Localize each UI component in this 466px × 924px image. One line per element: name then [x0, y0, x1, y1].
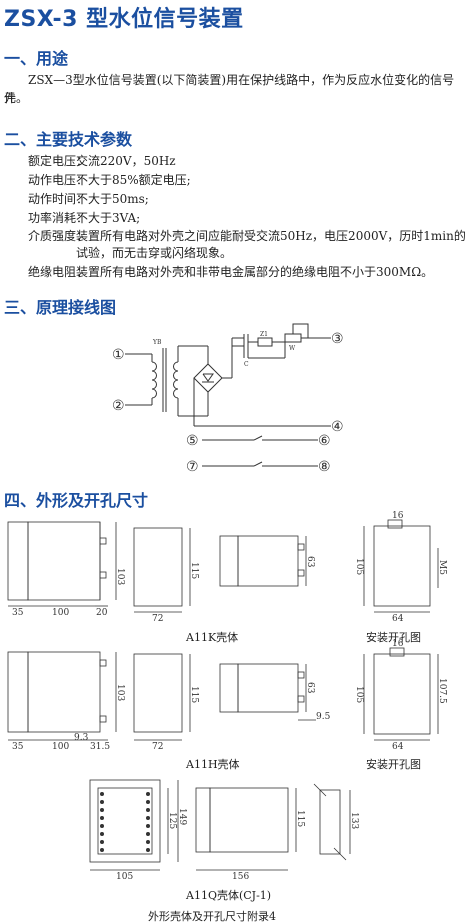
dim: 31.5: [90, 742, 110, 752]
terminal-4: ④: [331, 419, 344, 435]
label-w: W: [289, 345, 296, 352]
caption-a11q: A11Q壳体(CJ-1): [186, 889, 272, 902]
dim: 35: [12, 742, 24, 752]
label-yb: YB: [152, 339, 162, 346]
dim: 149: [177, 808, 187, 825]
dim: 100: [52, 608, 69, 618]
dim: 115: [189, 562, 199, 579]
dim: 105: [354, 558, 364, 575]
dim: 103: [115, 684, 125, 701]
dim: 72: [152, 614, 163, 624]
terminal-5: ⑤: [186, 433, 199, 449]
terminal-2: ②: [112, 398, 125, 414]
dim: M5: [437, 560, 447, 575]
caption-appendix: 外形壳体及开孔尺寸附录4: [148, 910, 276, 923]
spec-row-continuation: 试验，而无击穿或闪络现象。: [76, 246, 233, 260]
dim: 107.5: [437, 678, 447, 704]
spec-key: 功率消耗：: [28, 211, 89, 225]
section-heading-purpose: 一、用途: [4, 49, 69, 68]
caption-a11h: A11H壳体: [186, 758, 240, 771]
dim: 156: [232, 872, 249, 882]
purpose-text-line1: ZSX—3型水位信号装置(以下简装置)用在保护线路中，作为反应水位变化的信号元: [4, 73, 455, 105]
terminal-8: ⑧: [318, 459, 331, 475]
dim: 63: [305, 682, 315, 694]
spec-value: 不大于3VA;: [76, 211, 141, 225]
wiring-diagram: YB C Z1 W ① ② ③ ④ ⑤ ⑥ ⑦ ⑧: [112, 323, 344, 475]
spec-row: 介质强度：装置所有电路对外壳之间应能耐受交流50Hz，电压2000V，历时1mi…: [28, 228, 466, 245]
dim: 20: [96, 608, 108, 618]
spec-value: 交流220V，50Hz: [76, 154, 176, 168]
section-heading-wiring: 三、原理接线图: [4, 298, 117, 317]
dim: 63: [305, 556, 315, 568]
spec-key: 动作时间：: [28, 192, 89, 206]
spec-row: 额定电压：交流220V，50Hz: [28, 153, 176, 170]
caption-a11k: A11K壳体: [186, 631, 239, 644]
dim: 9.5: [316, 712, 331, 722]
label-c: C: [244, 361, 249, 368]
spec-key: 绝缘电阻：: [28, 265, 89, 279]
caption-cutout-2: 安装开孔图: [366, 758, 421, 771]
caption-cutout-1: 安装开孔图: [366, 631, 421, 644]
terminal-7: ⑦: [186, 459, 199, 475]
spec-key: 额定电压：: [28, 154, 89, 168]
dim: 125: [167, 812, 177, 829]
dim: 103: [115, 568, 125, 585]
dim: 16: [392, 511, 404, 521]
dimension-drawings: 35 100 20 103 72 115 63 16 105 64 M5 35 …: [7, 511, 447, 882]
dim: 133: [349, 812, 359, 829]
section-heading-specs: 二、主要技术参数: [4, 130, 133, 149]
spec-value: 不大于85%额定电压;: [76, 173, 191, 187]
dim: 16: [392, 639, 404, 649]
dim: 115: [189, 686, 199, 703]
terminal-3: ③: [331, 331, 344, 347]
dim: 105: [116, 872, 133, 882]
spec-row: 功率消耗：不大于3VA;: [28, 210, 140, 227]
dim: 115: [295, 810, 305, 827]
terminal-6: ⑥: [318, 433, 331, 449]
dim: 64: [392, 614, 404, 624]
terminal-1: ①: [112, 347, 125, 363]
page-title: ZSX-3 型水位信号装置: [4, 7, 244, 32]
spec-value: 装置所有电路对外壳之间应能耐受交流50Hz，电压2000V，历时1min的: [76, 229, 466, 243]
dim: 72: [152, 742, 163, 752]
section-heading-dimensions: 四、外形及开孔尺寸: [4, 491, 149, 510]
spec-row: 动作电压：不大于85%额定电压;: [28, 172, 191, 189]
spec-row: 绝缘电阻：装置所有电路对外壳和非带电金属部分的绝缘电阻不小于300MΩ。: [28, 264, 433, 281]
spec-row: 动作时间：不大于50ms;: [28, 191, 149, 208]
spec-value: 装置所有电路对外壳和非带电金属部分的绝缘电阻不小于300MΩ。: [76, 265, 434, 279]
label-z1: Z1: [260, 331, 268, 338]
spec-key: 介质强度：: [28, 229, 89, 243]
dim: 100: [52, 742, 69, 752]
dim: 9.3: [74, 733, 89, 743]
dim: 64: [392, 742, 404, 752]
spec-value: 不大于50ms;: [76, 192, 149, 206]
dim: 105: [354, 686, 364, 703]
spec-key: 动作电压：: [28, 173, 89, 187]
purpose-text-line2: 件。: [4, 91, 29, 105]
dim: 35: [12, 608, 24, 618]
